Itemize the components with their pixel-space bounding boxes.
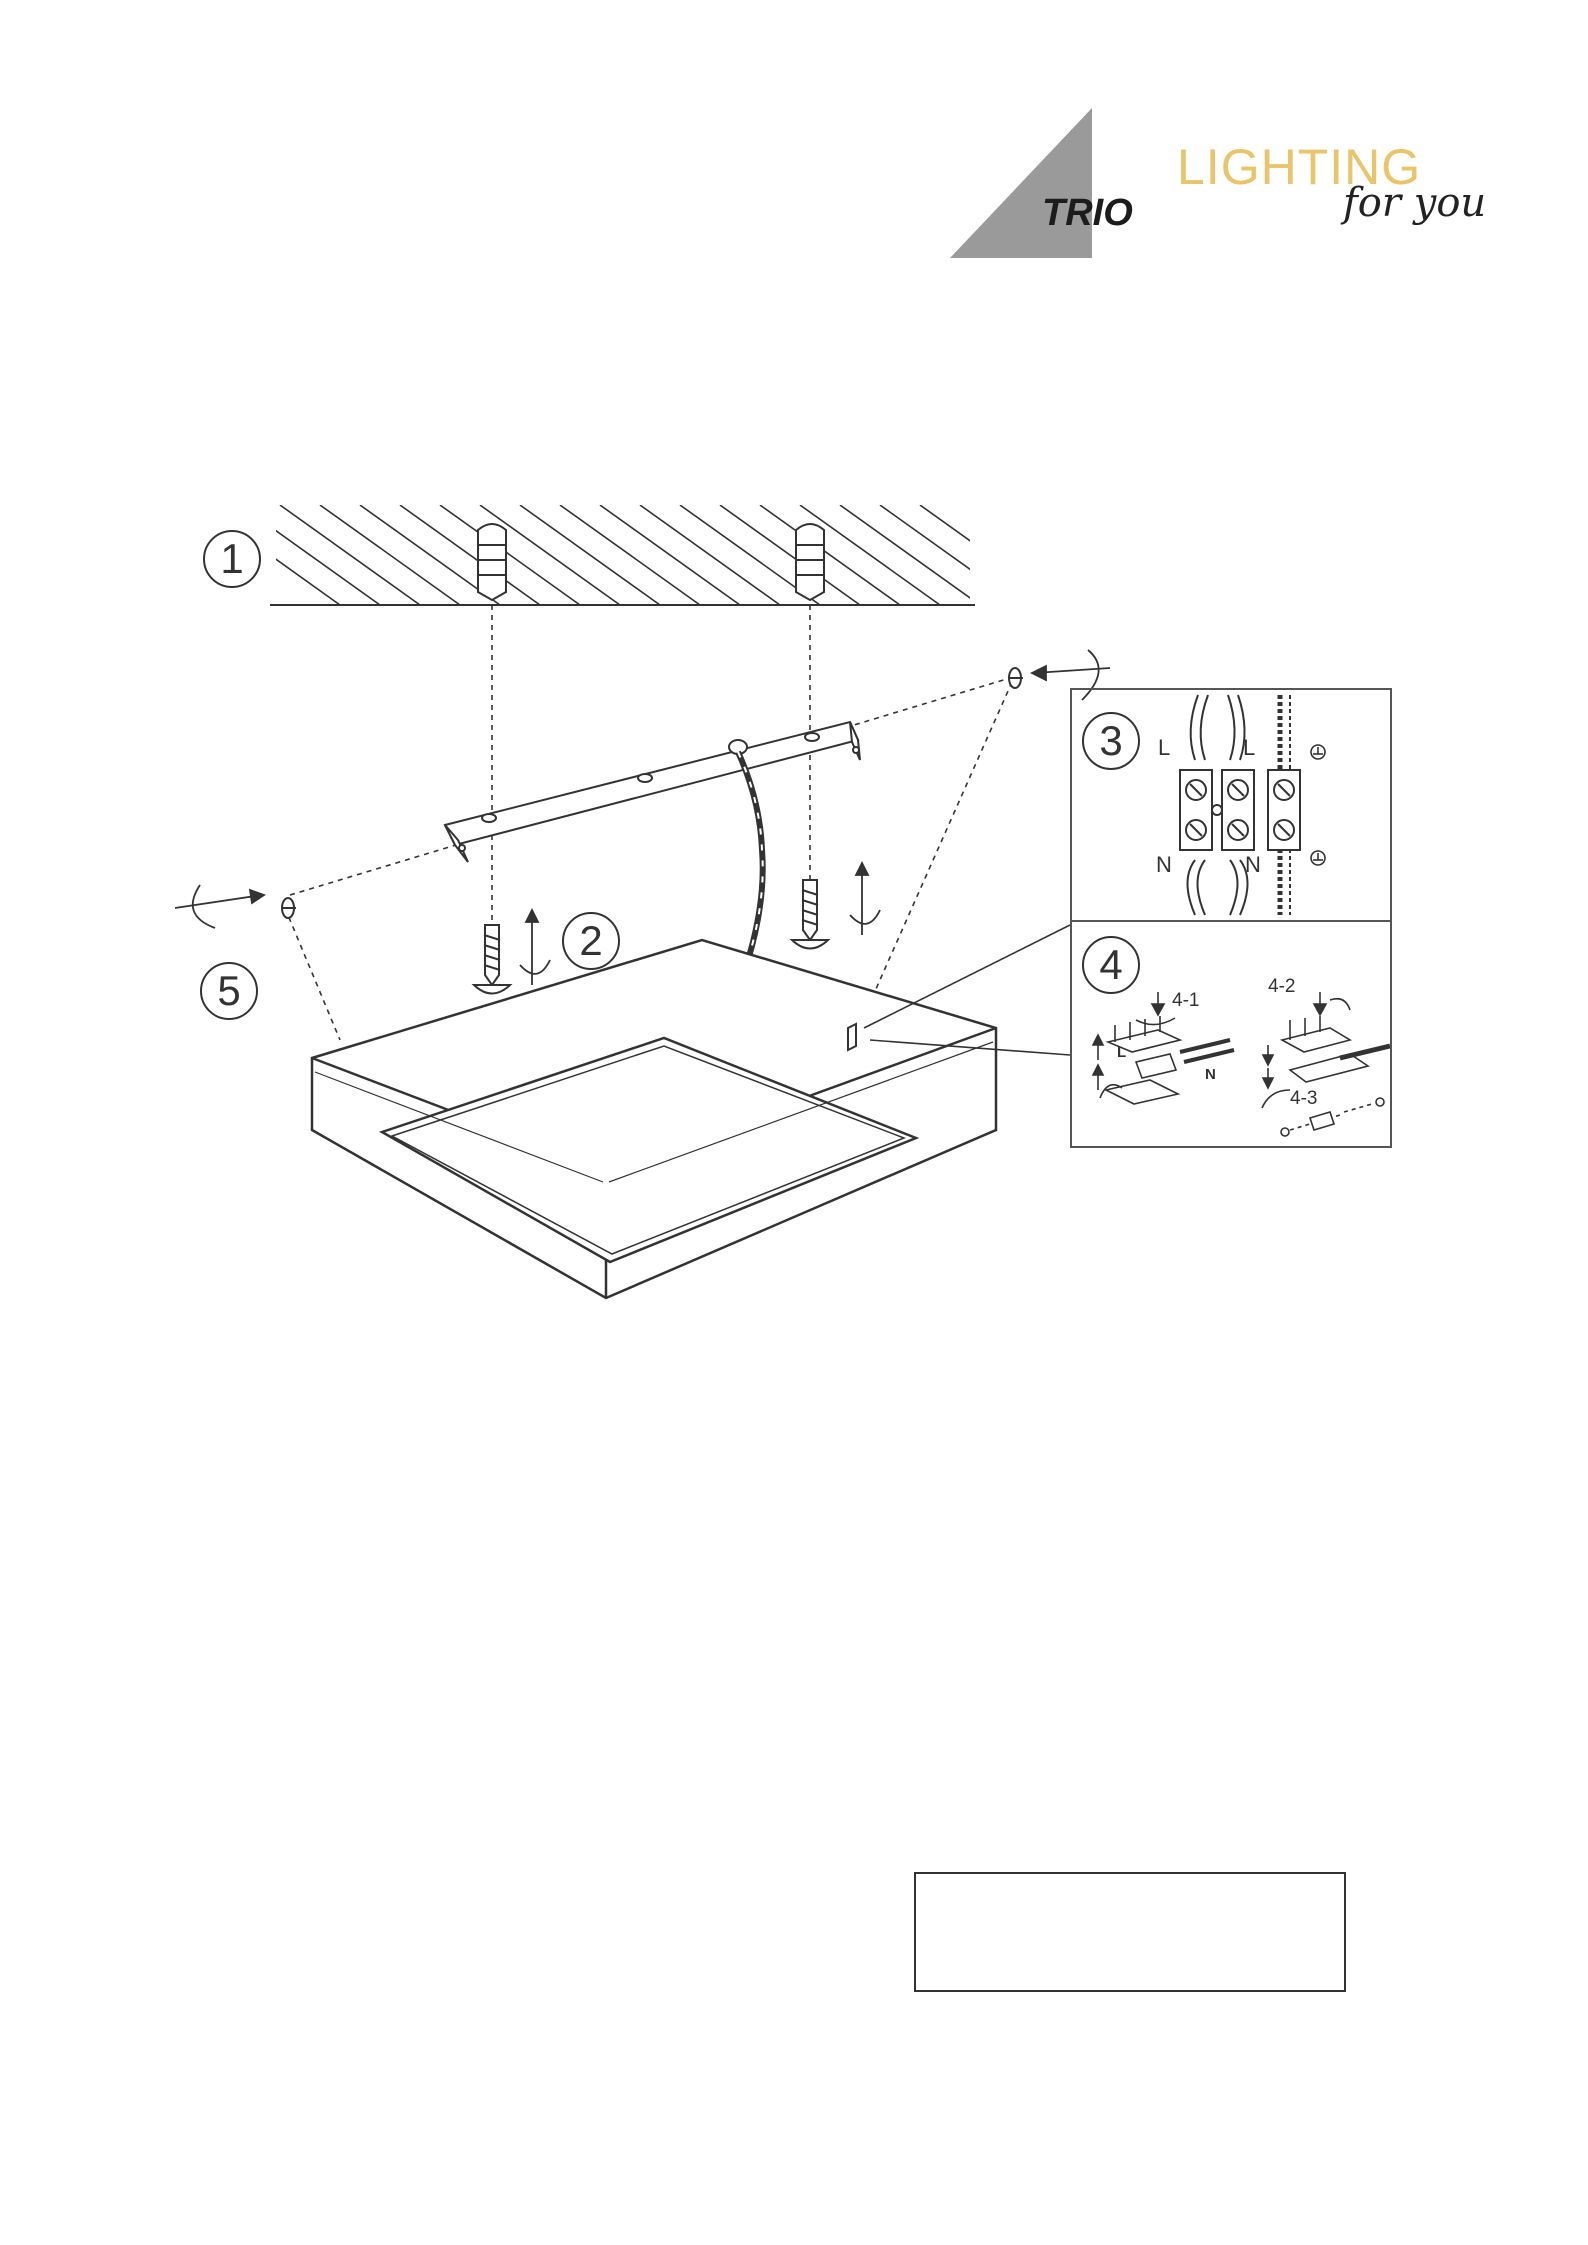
inset-divider [1070,920,1392,922]
live-label-left: L [1158,735,1170,761]
mounting-bracket-icon [445,722,860,862]
substep-label-4-1: 4-1 [1172,990,1199,1012]
step-number-5: 5 [200,962,258,1020]
wall-plug-right-icon [796,524,824,600]
screw-left-icon [474,925,510,994]
wire-label-n: N [1205,1066,1216,1083]
substep-label-4-3: 4-3 [1290,1088,1317,1110]
keyhole-slot-icon [848,1024,856,1050]
ceiling-panel-light-icon [312,940,996,1298]
step-number-4: 4 [1082,936,1140,994]
live-label-right: L [1243,735,1255,761]
substep-label-4-2: 4-2 [1268,976,1295,998]
wall-plug-left-icon [478,524,506,600]
step-number-3: 3 [1082,712,1140,770]
step-number-2: 2 [562,912,620,970]
side-screw-left-icon [282,898,296,918]
step-number-1: 1 [203,530,261,588]
ceiling-hatch [200,505,1060,605]
neutral-label-left: N [1156,852,1172,878]
side-screw-right-icon [1009,668,1023,688]
rotate-arrow-step5-left-icon [175,885,264,928]
neutral-label-right: N [1245,852,1261,878]
wire-label-l: L [1117,1044,1126,1061]
rotate-arrow-left-icon [520,910,550,985]
screw-right-icon [792,880,828,949]
rotate-arrow-right-icon [850,863,880,935]
blank-label-box [914,1872,1346,1992]
